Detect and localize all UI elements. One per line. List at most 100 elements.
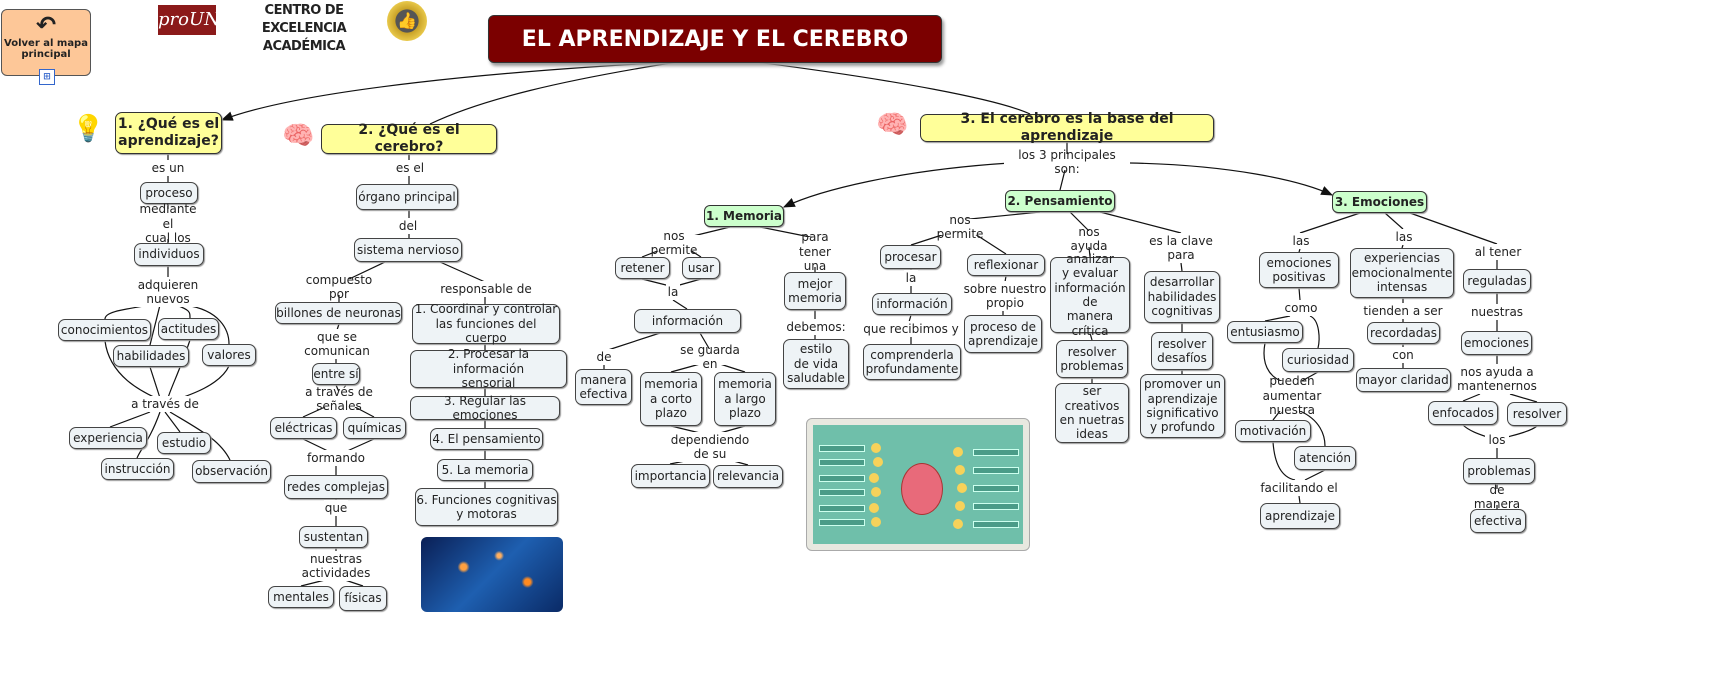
concept-node-aprendizaje[interactable]: aprendizaje [1260,503,1340,529]
concept-node-creativos[interactable]: ser creativos en nuetras ideas [1055,383,1129,443]
concept-node-atencion[interactable]: atención [1294,446,1356,470]
concept-node-relevancia[interactable]: relevancia [713,465,783,488]
concept-node-fisicas[interactable]: físicas [339,586,387,611]
concept-node-promover[interactable]: promover un aprendizaje significativo y … [1140,374,1225,438]
topic-node-pensamiento[interactable]: 2. Pensamiento [1005,190,1115,212]
concept-node-reflexionar[interactable]: reflexionar [967,254,1045,276]
infographic-dot [955,465,965,475]
infographic-dot [873,457,883,467]
thinking-based-learning-infographic[interactable] [806,418,1030,551]
concept-node-f1[interactable]: 1. Coordinar y controlar las funciones d… [412,302,560,345]
link-label-l-esel: es el [394,160,426,176]
link-label-l-con: con [1391,347,1415,363]
connector-line [1509,393,1538,403]
concept-node-recordadas[interactable]: recordadas [1367,322,1440,344]
link-label-l-mediante: mediante el cual los [133,202,203,245]
connector-line [1272,410,1281,421]
infographic-dot [871,443,881,453]
concept-node-electricas[interactable]: eléctricas [270,417,337,439]
concept-node-estudio[interactable]: estudio [157,432,211,454]
connector-line [675,278,702,287]
concept-node-estilo[interactable]: estilo de vida saludable [783,339,849,389]
concept-node-redes[interactable]: redes complejas [284,475,388,499]
connector-line [149,304,161,346]
connector-line [719,425,746,434]
concept-node-curiosidad[interactable]: curiosidad [1282,348,1354,372]
connector-line [344,261,386,282]
concept-node-billones[interactable]: billones de neuronas [275,302,402,324]
concept-node-instruccion[interactable]: instrucción [101,458,174,480]
concept-node-enfocados[interactable]: enfocados [1428,401,1498,425]
concept-node-resolver-problemas[interactable]: resolver problemas [1056,340,1128,378]
connector-line [1264,315,1291,322]
concept-map-icon[interactable]: ⊞ [39,69,55,85]
concept-node-comprenderla[interactable]: comprenderla profundamente [863,344,961,380]
concept-node-manera-efectiva[interactable]: manera efectiva [575,369,632,405]
topic-node-memoria[interactable]: 1. Memoria [704,205,784,227]
link-label-l-de: de [595,349,613,365]
concept-node-actitudes[interactable]: actitudes [158,318,219,340]
connector-line [719,363,746,373]
link-label-l-dependiendo: dependiendo de su [670,432,750,462]
concept-node-proceso-aprendizaje[interactable]: proceso de aprendizaje [964,315,1042,353]
concept-node-desarrollar[interactable]: desarrollar habilidades cognitivas [1144,271,1220,323]
concept-node-analizar[interactable]: analizar y evaluar información de manera… [1050,252,1130,338]
concept-node-f3[interactable]: 3. Regular las emociones [410,394,560,422]
concept-node-emociones2[interactable]: emociones [1461,331,1532,355]
concept-node-f4[interactable]: 4. El pensamiento [430,428,543,450]
concept-node-habilidades[interactable]: habilidades [113,345,189,367]
concept-node-valores[interactable]: valores [202,344,256,366]
link-label-l-tienden: tienden a ser [1360,303,1446,319]
connector-line [1299,371,1319,383]
link-label-l-sobre: sobre nuestro propio [962,281,1048,311]
connector-line [302,438,331,453]
concept-node-desafios[interactable]: resolver desafíos [1151,332,1213,370]
concept-node-proceso[interactable]: proceso [140,182,198,204]
topic-node-emociones[interactable]: 3. Emociones [1332,191,1427,213]
connector-line [300,579,326,587]
concept-node-efectiva[interactable]: efectiva [1470,509,1526,533]
topic-node-q3[interactable]: 3. El cerebro es la base del aprendizaje [920,111,1214,144]
connector-line [344,579,364,587]
concept-node-individuos[interactable]: individuos [134,243,204,266]
concept-node-retener[interactable]: retener [615,257,670,279]
concept-node-informacion-m[interactable]: información [634,309,741,333]
connector-line [1299,410,1326,447]
concept-node-mejor-memoria[interactable]: mejor memoria [784,272,846,310]
topic-node-q2[interactable]: 2. ¿Qué es el cerebro? [321,122,497,155]
concept-node-f5[interactable]: 5. La memoria [437,459,533,481]
concept-node-organo[interactable]: órgano principal [356,184,458,210]
concept-node-largo[interactable]: memoria a largo plazo [714,372,776,426]
concept-node-positivas[interactable]: emociones positivas [1259,252,1339,288]
concept-node-intensas[interactable]: experiencias emocionalmente intensas [1350,248,1454,298]
concept-node-procesar[interactable]: procesar [880,245,941,269]
connector-arrow [220,59,715,121]
concept-node-entusiasmo[interactable]: entusiasmo [1227,321,1303,343]
link-label-l-las2: las [1393,229,1415,245]
lightbulb-book-icon: 💡 [72,114,105,144]
concept-node-quimicas[interactable]: químicas [343,417,406,439]
concept-node-mentales[interactable]: mentales [268,586,334,608]
back-to-main-map-button[interactable]: ↶ Volver al mapa principal ⊞ [1,9,91,85]
concept-node-importancia[interactable]: importancia [631,464,710,488]
connector-line [109,411,151,428]
concept-node-usar[interactable]: usar [682,257,720,279]
topic-node-q1[interactable]: 1. ¿Qué es el aprendizaje? [115,112,222,154]
concept-node-experiencia[interactable]: experiencia [69,427,147,449]
concept-node-f2[interactable]: 2. Procesar la información sensorial [410,347,567,390]
concept-node-problemas[interactable]: problemas [1463,458,1535,484]
concept-node-informacion-p[interactable]: información [872,293,952,315]
concept-node-sustentan[interactable]: sustentan [299,526,368,548]
concept-node-observacion[interactable]: observación [192,460,271,483]
concept-node-motivacion[interactable]: motivación [1235,420,1311,442]
link-label-l-la-m: la [666,284,680,300]
concept-node-claridad[interactable]: mayor claridad [1356,368,1451,392]
concept-node-entresi[interactable]: entre sí [312,363,360,385]
concept-node-sistema[interactable]: sistema nervioso [354,238,462,262]
concept-node-resolver[interactable]: resolver [1507,402,1567,426]
concept-node-corto[interactable]: memoria a corto plazo [640,372,702,426]
concept-node-f6[interactable]: 6. Funciones cognitivas y motoras [415,488,558,526]
connector-line [1309,315,1320,349]
concept-node-conocimientos[interactable]: conocimientos [58,319,151,341]
concept-node-reguladas[interactable]: reguladas [1463,269,1531,293]
